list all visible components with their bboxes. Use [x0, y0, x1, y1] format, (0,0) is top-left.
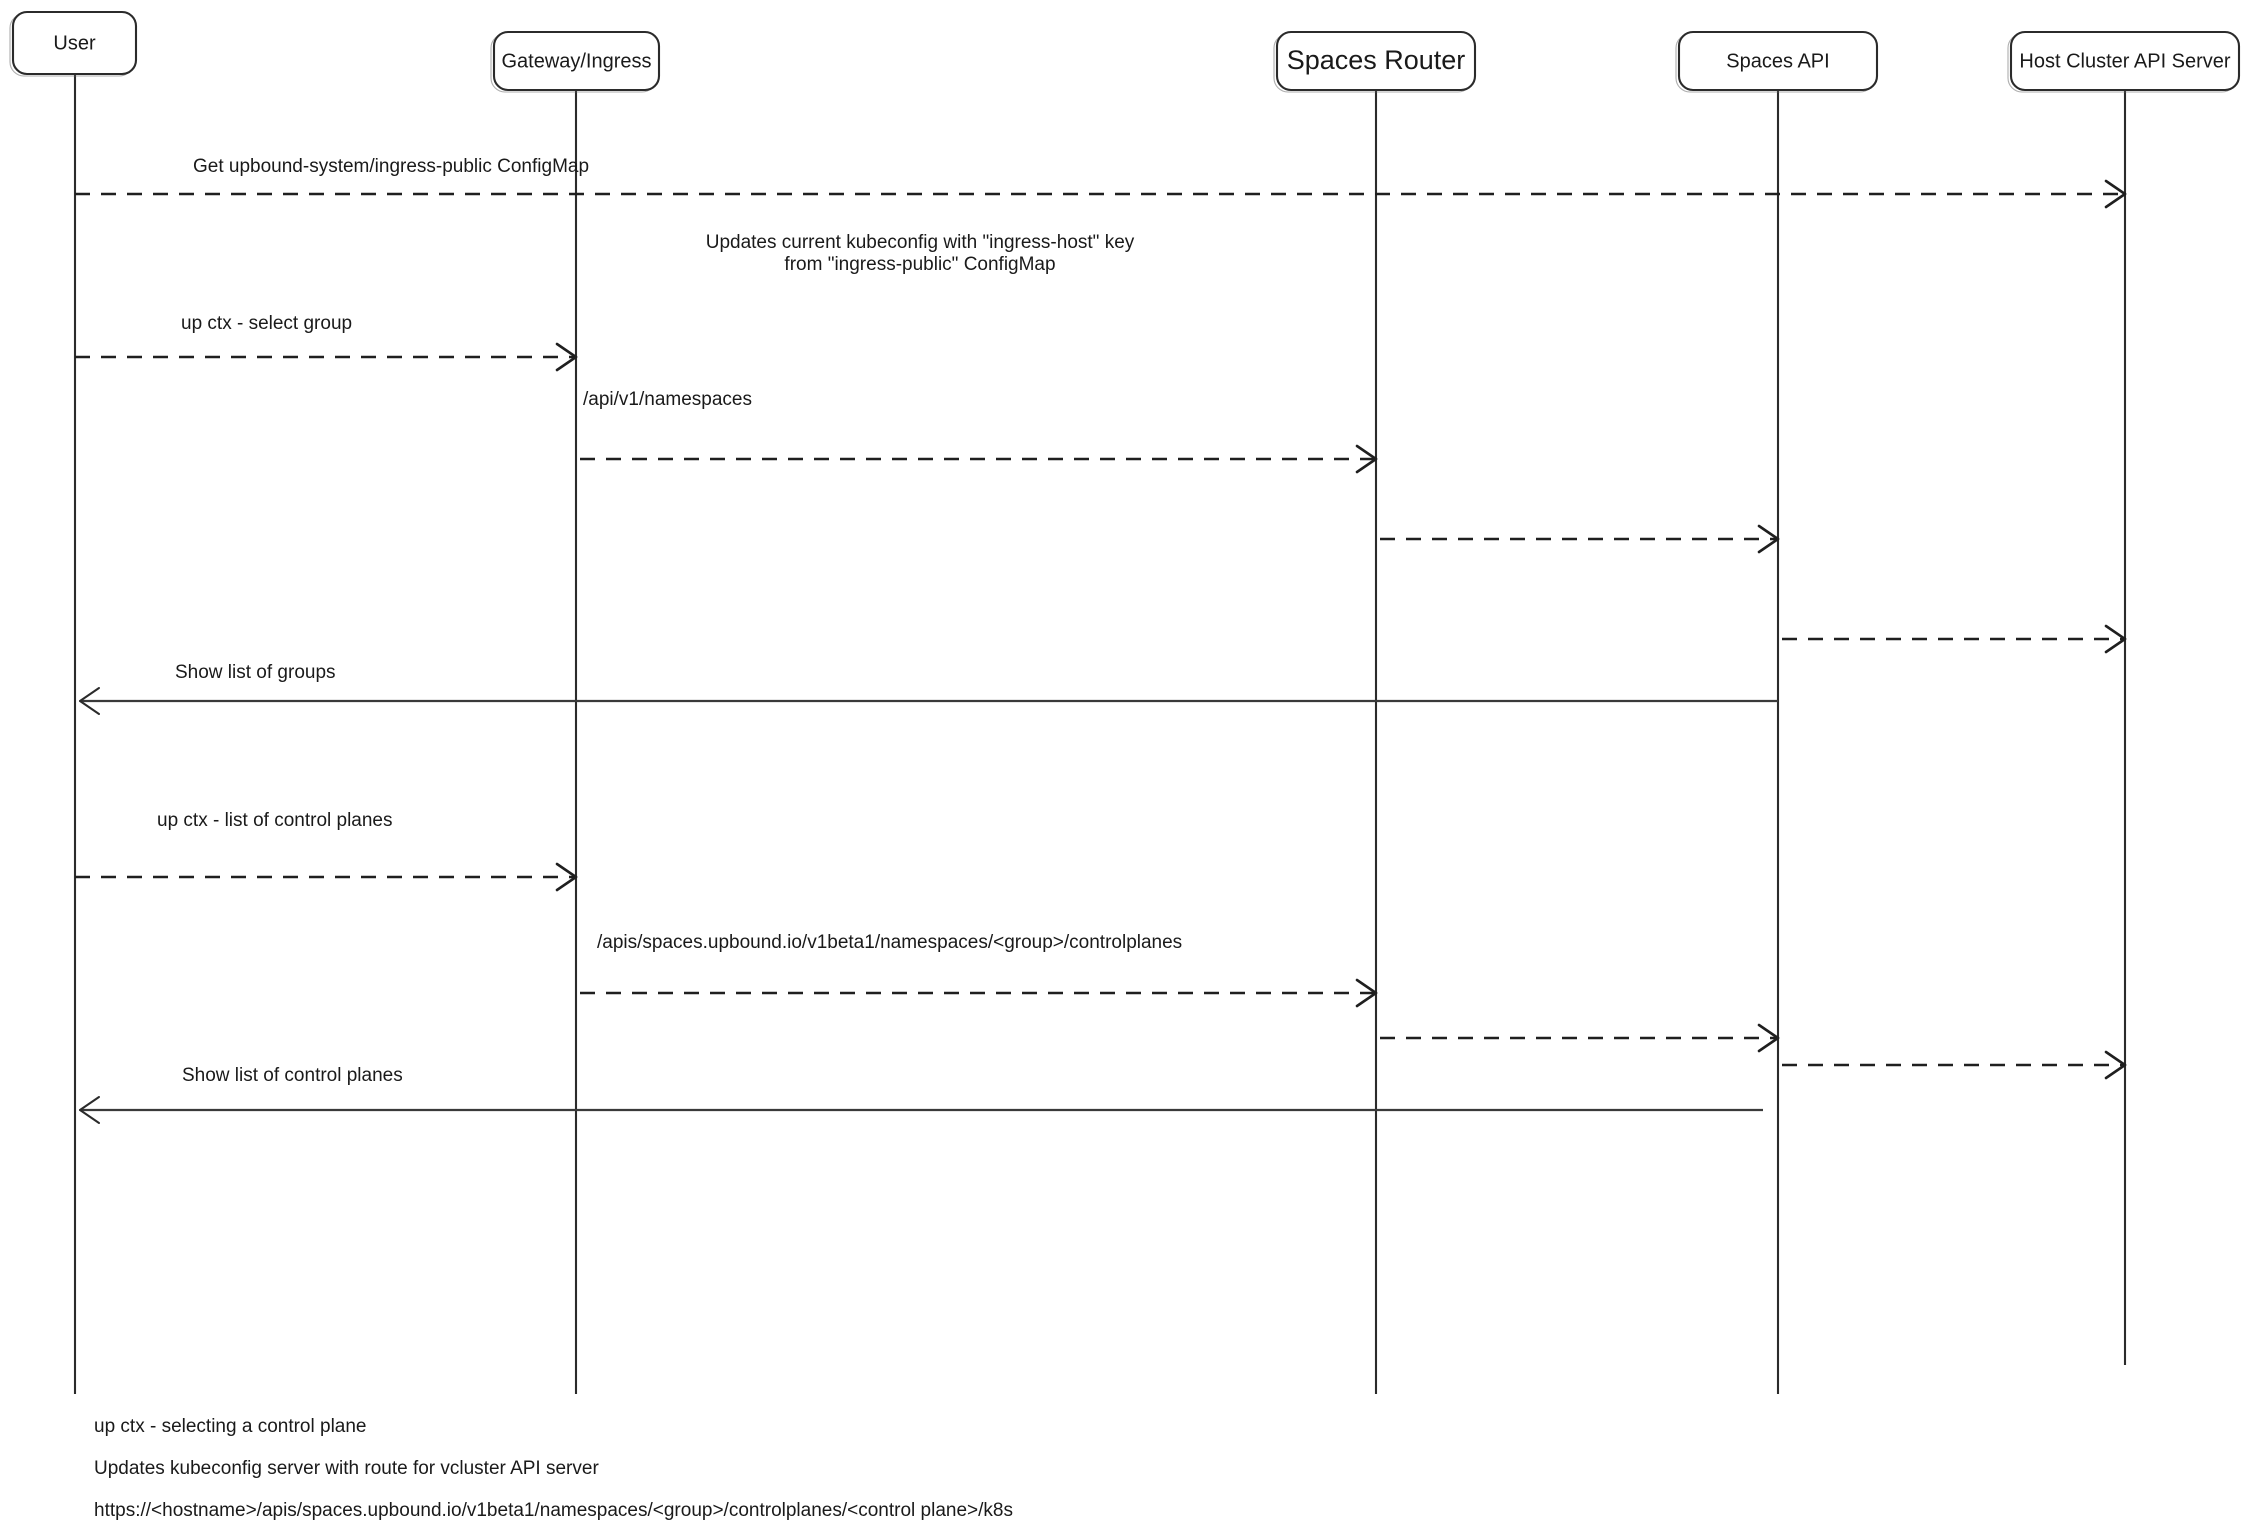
arrowhead-icon — [1757, 537, 1780, 554]
footer-note-line: Updates kubeconfig server with route for… — [94, 1458, 599, 1479]
message-up-ctx-select-group[interactable]: up ctx - select group — [75, 313, 578, 372]
message-up-ctx-list-control-planes[interactable]: up ctx - list of control planes — [75, 810, 578, 892]
arrowhead-icon — [2104, 179, 2127, 196]
message-get-configmap[interactable]: Get upbound-system/ingress-public Config… — [75, 156, 2127, 209]
arrowhead-icon — [1757, 1036, 1780, 1053]
participant-gateway[interactable]: Gateway/Ingress — [490, 30, 661, 93]
arrowhead-icon — [1355, 444, 1378, 461]
participant-box-spaces-router[interactable] — [1275, 30, 1477, 92]
message-label: up ctx - list of control planes — [157, 810, 393, 831]
arrowhead-icon — [1355, 457, 1378, 474]
message-label: up ctx - select group — [181, 313, 352, 334]
participant-host-cluster-api-server[interactable]: Host Cluster API Server — [2007, 30, 2241, 93]
arrowhead-icon — [79, 700, 100, 715]
message-show-list-of-control-planes[interactable]: Show list of control planes — [79, 1065, 1763, 1124]
participant-label-spaces-router: Spaces Router — [1287, 45, 1466, 75]
arrowhead-icon — [79, 1096, 100, 1111]
participant-spaces-api[interactable]: Spaces API — [1675, 30, 1879, 93]
arrowhead-icon — [1355, 978, 1378, 995]
message-apis-spaces-controlplanes[interactable]: /apis/spaces.upbound.io/v1beta1/namespac… — [580, 932, 1378, 1008]
arrowhead-icon — [1757, 1023, 1780, 1040]
footer-note-line: up ctx - selecting a control plane — [94, 1416, 367, 1437]
message-spaces-api-to-host[interactable] — [1782, 624, 2127, 654]
participant-label-gateway: Gateway/Ingress — [501, 50, 651, 72]
arrowhead-icon — [79, 687, 100, 702]
notes-group: Updates current kubeconfig with "ingress… — [706, 232, 1135, 275]
participant-label-spaces-api: Spaces API — [1726, 50, 1829, 72]
message-api-v1-namespaces[interactable]: /api/v1/namespaces — [580, 389, 1378, 474]
participant-label-host-cluster-api-server: Host Cluster API Server — [2019, 50, 2231, 72]
arrowhead-icon — [555, 342, 578, 359]
arrowhead-icon — [1757, 524, 1780, 541]
participant-box-gateway[interactable] — [492, 30, 661, 92]
arrowhead-icon — [555, 355, 578, 372]
arrowhead-icon — [555, 862, 578, 879]
arrowhead-icon — [79, 1109, 100, 1124]
message-label: /apis/spaces.upbound.io/v1beta1/namespac… — [597, 932, 1182, 953]
message-label: Get upbound-system/ingress-public Config… — [193, 156, 589, 177]
arrowhead-icon — [555, 875, 578, 892]
participant-box-host-cluster-api-server[interactable] — [2009, 30, 2241, 92]
footer-note-line: https://<hostname>/apis/spaces.upbound.i… — [94, 1500, 1013, 1521]
arrowhead-icon — [2104, 637, 2127, 654]
participant-label-user: User — [53, 32, 96, 54]
note-line: Updates current kubeconfig with "ingress… — [706, 232, 1135, 253]
note-kubeconfig-note: Updates current kubeconfig with "ingress… — [706, 232, 1135, 275]
message-spaces-api-to-host-2[interactable] — [1782, 1050, 2127, 1080]
arrowhead-icon — [2104, 1050, 2127, 1067]
participant-box-spaces-api[interactable] — [1677, 30, 1879, 92]
arrowhead-icon — [2104, 192, 2127, 209]
message-router-to-spaces-api-2[interactable] — [1380, 1023, 1780, 1053]
lifelines-group — [73, 74, 2127, 1394]
message-show-list-of-groups[interactable]: Show list of groups — [79, 662, 1778, 715]
message-label: /api/v1/namespaces — [583, 389, 752, 410]
message-label: Show list of groups — [175, 662, 336, 683]
arrowhead-icon — [2104, 1063, 2127, 1080]
footer-notes-group: up ctx - selecting a control planeUpdate… — [94, 1416, 1013, 1521]
participant-spaces-router[interactable]: Spaces Router — [1273, 30, 1477, 93]
participant-user[interactable]: User — [9, 10, 138, 77]
message-label: Show list of control planes — [182, 1065, 403, 1086]
note-line: from "ingress-public" ConfigMap — [784, 254, 1055, 275]
messages-group: Get upbound-system/ingress-public Config… — [75, 156, 2127, 1124]
participant-box-user[interactable] — [11, 10, 138, 76]
arrowhead-icon — [2104, 624, 2127, 641]
message-router-to-spaces-api[interactable] — [1380, 524, 1780, 554]
arrowhead-icon — [1355, 991, 1378, 1008]
